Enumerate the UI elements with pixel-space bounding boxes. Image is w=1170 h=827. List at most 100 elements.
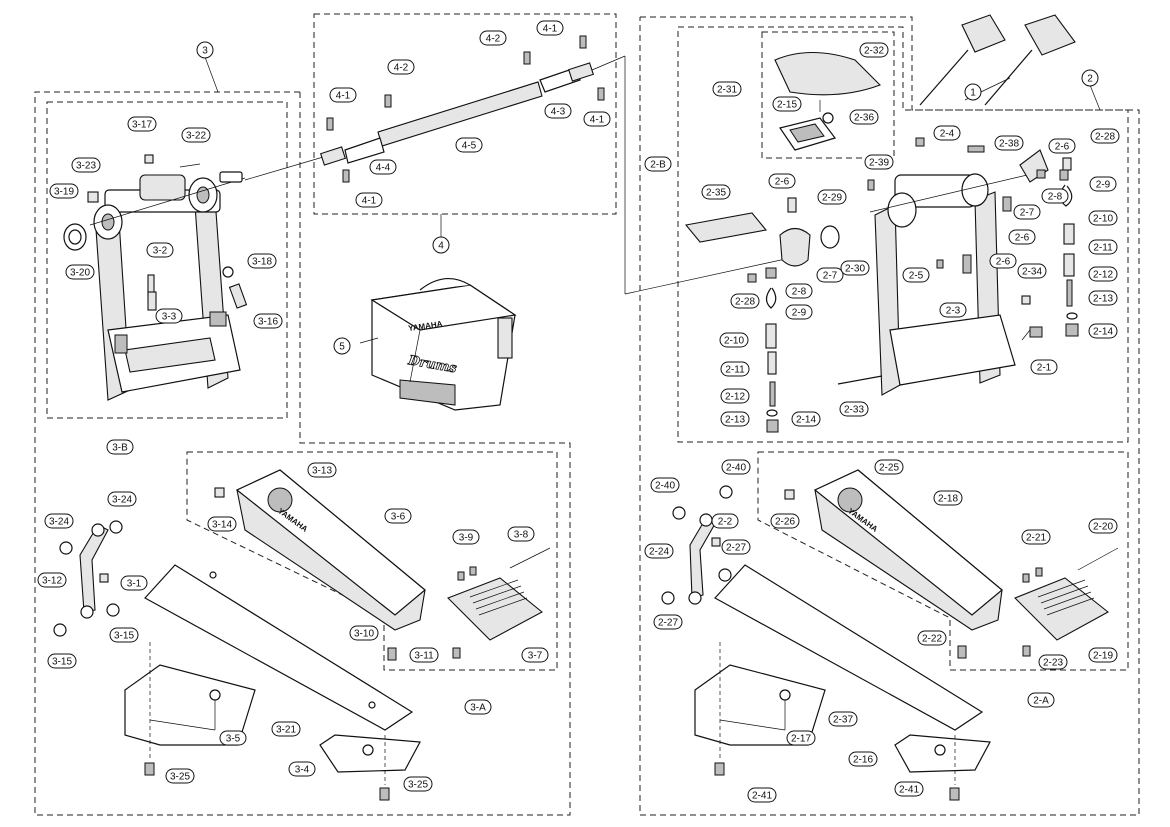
callout-2-6a: 2-6 bbox=[1048, 138, 1076, 154]
callout-2-7b: 2-7 bbox=[816, 267, 844, 283]
callout-3-15a-text: 3-15 bbox=[114, 631, 134, 642]
callout-2-24-text: 2-24 bbox=[649, 547, 669, 558]
left-frame-3B bbox=[63, 154, 248, 401]
callout-3-13: 3-13 bbox=[307, 462, 337, 478]
callout-4-1d: 4-1 bbox=[355, 192, 383, 208]
callout-4-3-text: 4-3 bbox=[551, 107, 566, 118]
callout-2-13a: 2-13 bbox=[1088, 290, 1118, 306]
callout-2-19-text: 2-19 bbox=[1093, 651, 1113, 662]
callout-4-4: 4-4 bbox=[369, 159, 397, 175]
callout-2-24: 2-24 bbox=[644, 543, 674, 559]
callout-3-15b: 3-15 bbox=[47, 653, 77, 669]
callout-2-8a-text: 2-8 bbox=[1048, 192, 1063, 203]
callout-4-text: 4 bbox=[438, 241, 444, 252]
callout-2-32: 2-32 bbox=[859, 42, 889, 58]
callout-3-3-text: 3-3 bbox=[162, 312, 177, 323]
callout-3-11: 3-11 bbox=[409, 647, 439, 663]
callout-3-20-text: 3-20 bbox=[70, 268, 90, 279]
callout-2-9b: 2-9 bbox=[785, 304, 813, 320]
callout-2-33-text: 2-33 bbox=[844, 405, 864, 416]
callout-3-16-text: 3-16 bbox=[258, 317, 278, 328]
callout-2-25: 2-25 bbox=[874, 459, 904, 475]
callout-4-1d-text: 4-1 bbox=[362, 196, 377, 207]
callout-2-7a: 2-7 bbox=[1013, 204, 1041, 220]
callout-2-10b-text: 2-10 bbox=[724, 336, 744, 347]
callout-2-9b-text: 2-9 bbox=[792, 308, 807, 319]
group-boxes bbox=[34, 13, 1140, 816]
callout-2-9a: 2-9 bbox=[1089, 176, 1117, 192]
callout-2-28a-text: 2-28 bbox=[1095, 132, 1115, 143]
beaters-1 bbox=[919, 14, 1076, 106]
callout-2-B: 2-B bbox=[644, 156, 672, 172]
callout-3-B: 3-B bbox=[106, 439, 134, 455]
callout-2-41a-text: 2-41 bbox=[752, 791, 772, 802]
box-group-3-B bbox=[46, 101, 288, 419]
callout-3-8-text: 3-8 bbox=[514, 530, 529, 541]
callout-2-7a-text: 2-7 bbox=[1020, 208, 1035, 219]
callout-2-5: 2-5 bbox=[902, 267, 930, 283]
callout-4-1b-text: 4-1 bbox=[336, 91, 351, 102]
callout-2-25-text: 2-25 bbox=[879, 463, 899, 474]
callout-2-5-text: 2-5 bbox=[909, 271, 924, 282]
callout-2-28a: 2-28 bbox=[1090, 128, 1120, 144]
callouts: 1 2 3 4 5 3-A 3-B 2-A 2-B 3-1 3-2 3-3 3-… bbox=[37, 20, 1120, 803]
callout-2-10b: 2-10 bbox=[719, 332, 749, 348]
callout-2-26: 2-26 bbox=[770, 513, 800, 529]
callout-3-3: 3-3 bbox=[155, 308, 183, 324]
callout-3-20: 3-20 bbox=[65, 264, 95, 280]
callout-2-18: 2-18 bbox=[933, 490, 963, 506]
callout-2-22: 2-22 bbox=[917, 630, 947, 646]
callout-2-18-text: 2-18 bbox=[938, 494, 958, 505]
callout-3-10: 3-10 bbox=[349, 625, 379, 641]
callout-1-text: 1 bbox=[970, 88, 976, 99]
callout-2-10a-text: 2-10 bbox=[1093, 214, 1113, 225]
callout-3-22: 3-22 bbox=[181, 127, 211, 143]
callout-3-B-text: 3-B bbox=[112, 443, 128, 454]
callout-3-text: 3 bbox=[202, 46, 208, 57]
box-group-4 bbox=[313, 13, 617, 215]
callout-2-37-text: 2-37 bbox=[833, 715, 853, 726]
drive-shaft-4 bbox=[244, 35, 791, 295]
callout-2-12a-text: 2-12 bbox=[1093, 270, 1113, 281]
callout-5: 5 bbox=[333, 337, 351, 355]
callout-3-8: 3-8 bbox=[507, 526, 535, 542]
callout-3-10-text: 3-10 bbox=[354, 629, 374, 640]
callout-2-35: 2-35 bbox=[701, 184, 731, 200]
callout-2-16-text: 2-16 bbox=[853, 755, 873, 766]
callout-3-25b: 3-25 bbox=[403, 776, 433, 792]
callout-2-12a: 2-12 bbox=[1088, 266, 1118, 282]
callout-3-18: 3-18 bbox=[247, 253, 277, 269]
callout-3-12: 3-12 bbox=[37, 572, 67, 588]
callout-2-4: 2-4 bbox=[933, 125, 961, 141]
callout-2-8b: 2-8 bbox=[785, 283, 813, 299]
callout-3-22-text: 3-22 bbox=[186, 131, 206, 142]
callout-2-4-text: 2-4 bbox=[940, 129, 955, 140]
box-group-3-A bbox=[186, 451, 558, 671]
callout-3-1: 3-1 bbox=[120, 575, 148, 591]
callout-2-26-text: 2-26 bbox=[775, 517, 795, 528]
callout-3-25b-text: 3-25 bbox=[408, 780, 428, 791]
callout-3-17-text: 3-17 bbox=[132, 120, 152, 131]
callout-3-12-text: 3-12 bbox=[42, 576, 62, 587]
callout-2-11a-text: 2-11 bbox=[1093, 243, 1113, 254]
callout-2-29: 2-29 bbox=[817, 189, 847, 205]
callout-2-40a: 2-40 bbox=[721, 459, 751, 475]
callout-2-6c: 2-6 bbox=[1008, 229, 1036, 245]
callout-2-34: 2-34 bbox=[1017, 263, 1047, 279]
callout-2-35-text: 2-35 bbox=[706, 188, 726, 199]
callout-2-3: 2-3 bbox=[939, 302, 967, 318]
callout-4-2b-text: 4-2 bbox=[394, 63, 409, 74]
callout-4: 4 bbox=[432, 236, 450, 254]
callout-4-5: 4-5 bbox=[455, 137, 483, 153]
callout-2-32-text: 2-32 bbox=[864, 46, 884, 57]
left-footboard-3A: YAMAHA bbox=[214, 469, 551, 661]
callout-2-31-text: 2-31 bbox=[717, 85, 737, 96]
callout-2: 2 bbox=[1081, 69, 1099, 87]
callout-3-21-text: 3-21 bbox=[276, 725, 296, 736]
callout-2-27b-text: 2-27 bbox=[658, 618, 678, 629]
callout-4-1b: 4-1 bbox=[329, 87, 357, 103]
callout-3-24b: 3-24 bbox=[44, 513, 74, 529]
callout-2-13b: 2-13 bbox=[720, 411, 750, 427]
callout-2-15: 2-15 bbox=[772, 96, 802, 112]
